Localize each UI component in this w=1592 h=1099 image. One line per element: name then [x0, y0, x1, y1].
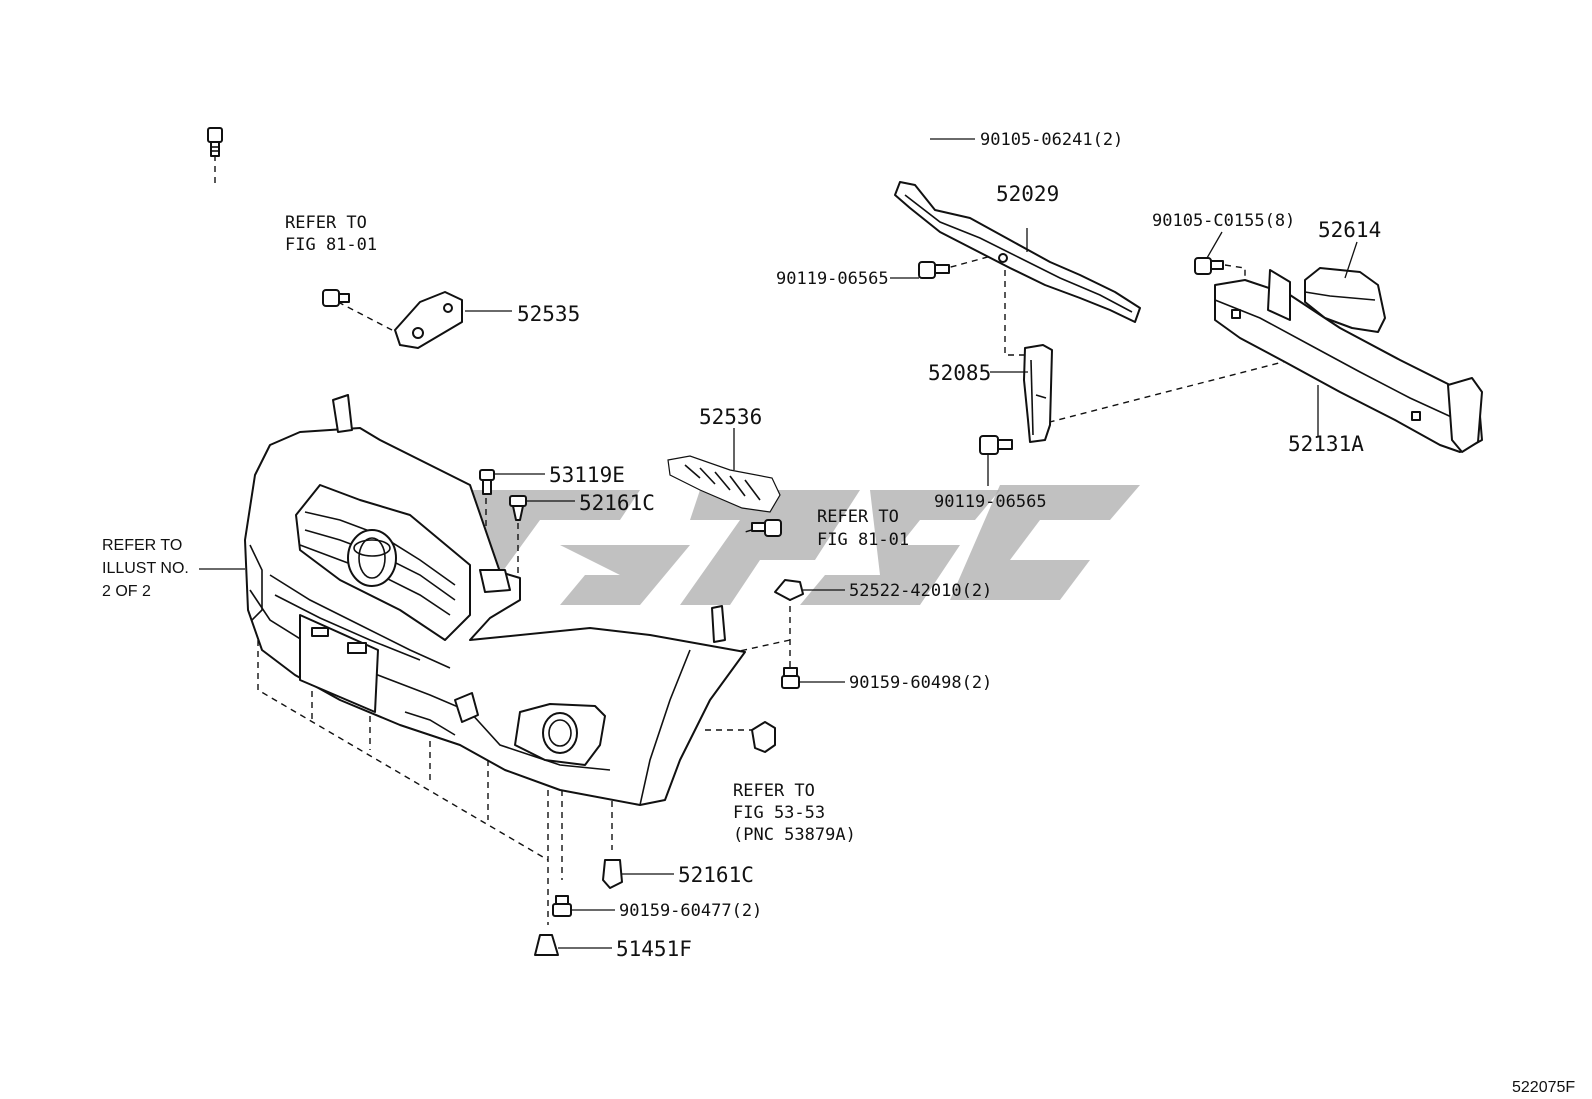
retainer-52085-icon: [1023, 344, 1053, 443]
callout-52085: 52085: [928, 361, 991, 385]
bolt-90119-06565-icon: [918, 261, 950, 279]
ref-fig81-top-line2: FIG 81-01: [285, 235, 377, 255]
callout-90119-06565-lower: 90119-06565: [934, 492, 1047, 512]
callout-52161c-bottom: 52161C: [678, 863, 754, 887]
callout-52161c-top: 52161C: [579, 491, 655, 515]
clip-52522-icon: [774, 579, 804, 601]
ref-illust-line3: 2 OF 2: [102, 583, 151, 600]
figure-code: 522075F: [1512, 1079, 1575, 1096]
front-bumper-cover-icon: [244, 394, 746, 806]
reinforcement-52029-icon: [894, 181, 1141, 323]
callout-90105-06241: 90105-06241(2): [980, 130, 1123, 150]
ref-illust-line1: REFER TO: [102, 537, 182, 554]
clip-52161c-bottom-icon: [602, 859, 623, 889]
callout-52131a: 52131A: [1288, 432, 1364, 456]
callout-51451f: 51451F: [616, 937, 692, 961]
ref-fig81-top-line1: REFER TO: [285, 213, 367, 233]
bolt-90119-06565-lower-icon: [979, 435, 1013, 455]
screw-60498-icon: [781, 667, 800, 689]
screw-60477-icon: [552, 895, 572, 917]
ref-fig81-mid-line1: REFER TO: [817, 507, 899, 527]
callout-52536: 52536: [699, 405, 762, 429]
bolt-fig81-mid-icon: [751, 519, 782, 537]
callout-52522-42010: 52522-42010(2): [849, 581, 992, 601]
bolt-90105-c0155-icon: [1194, 257, 1224, 275]
assembly-lines: [214, 155, 1311, 925]
bolt-fig81-top-icon: [322, 289, 350, 307]
callout-90159-60498: 90159-60498(2): [849, 673, 992, 693]
support-52535-icon: [394, 291, 463, 349]
ref-fig53-line1: REFER TO: [733, 781, 815, 801]
clip-52161c-top-icon: [509, 495, 527, 521]
callout-90105-c0155: 90105-C0155(8): [1152, 211, 1295, 231]
clip-53119e-icon: [479, 469, 495, 495]
bolt-90105-06241-icon: [207, 127, 223, 157]
callout-90119-06565-left: 90119-06565: [776, 269, 889, 289]
ref-illust-line2: ILLUST NO.: [102, 560, 189, 577]
ref-fig53-line2: FIG 53-53: [733, 803, 825, 823]
clip-51451f-icon: [534, 934, 559, 956]
reinforcement-52131a-icon: [1214, 269, 1483, 453]
bracket-fig53-icon: [751, 721, 776, 753]
callout-52029: 52029: [996, 182, 1059, 206]
leader-lines: [199, 138, 1358, 949]
callout-53119e: 53119E: [549, 463, 625, 487]
callout-52535: 52535: [517, 302, 580, 326]
ref-fig81-mid-line2: FIG 81-01: [817, 530, 909, 550]
ref-fig53-line3: (PNC 53879A): [733, 825, 856, 845]
callout-90159-60477: 90159-60477(2): [619, 901, 762, 921]
labels: 90105-06241(2) 52029 90105-C0155(8) 5261…: [102, 130, 1575, 1096]
absorber-52614-icon: [1304, 267, 1386, 333]
callout-52614: 52614: [1318, 218, 1381, 242]
support-52536-icon: [667, 455, 781, 513]
